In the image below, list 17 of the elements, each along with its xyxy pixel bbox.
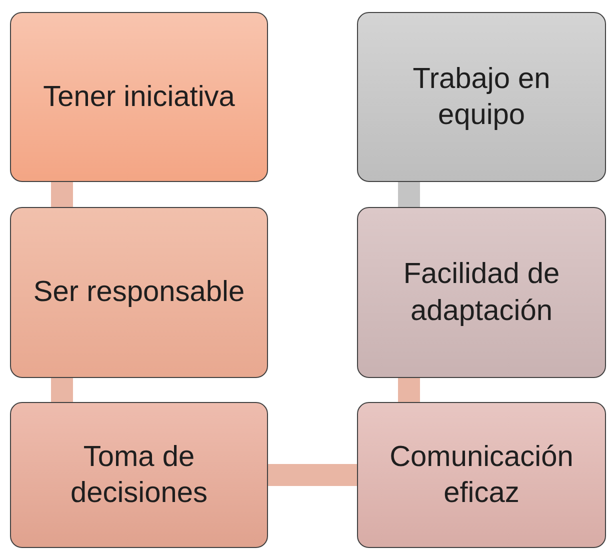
connector-bar: [398, 182, 420, 207]
connector-bar: [51, 182, 73, 207]
rounded-box: [10, 12, 268, 182]
rounded-box: [357, 12, 606, 182]
rounded-box: [10, 402, 268, 548]
box-label: Facilidad de adaptación: [402, 257, 561, 328]
box-label: Ser responsable: [33, 275, 245, 310]
rounded-box: [357, 207, 606, 378]
rounded-box: [10, 207, 268, 378]
connector-bar: [51, 378, 73, 402]
rounded-box: [357, 402, 606, 548]
box-label: Tener iniciativa: [43, 80, 235, 115]
connector-bar: [398, 378, 420, 402]
box-label: Toma de decisiones: [69, 440, 209, 511]
box-label: Comunicación eficaz: [388, 440, 574, 511]
box-label: Trabajo en equipo: [412, 62, 552, 133]
connector-bar: [268, 464, 357, 486]
